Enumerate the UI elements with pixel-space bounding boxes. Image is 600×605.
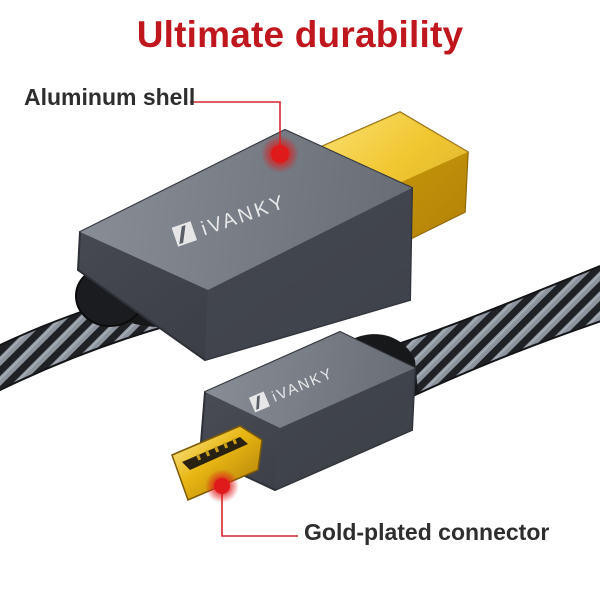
micro-gold-tip [171, 425, 263, 502]
red-dot-marker-top [261, 135, 299, 173]
red-dot-marker-bottom [205, 469, 239, 503]
callout-gold-plated-connector: Gold-plated connector [304, 519, 550, 545]
callout-aluminum-shell: Aluminum shell [24, 84, 196, 110]
braided-cable-micro [393, 264, 600, 397]
headline: Ultimate durability [136, 14, 464, 55]
hdmi-aluminum-shell: iVANKY [76, 128, 414, 362]
leader-line-bottom [221, 488, 298, 537]
micro-hdmi-connector: iVANKY [171, 330, 418, 502]
